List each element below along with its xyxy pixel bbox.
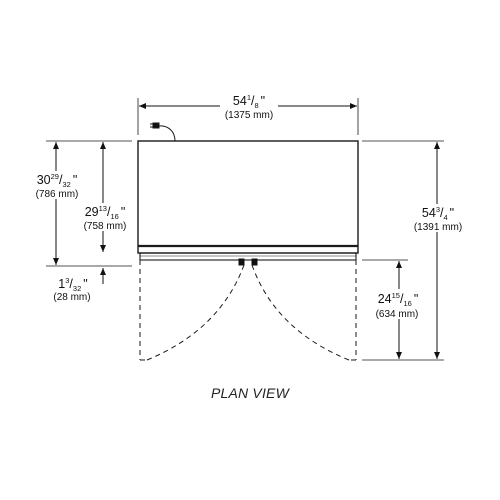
door-thickness-label: 13/32" (28 mm) (53, 276, 90, 303)
power-cord-icon (150, 122, 176, 142)
door-swing-label: 2415/16" (634 mm) (370, 289, 426, 320)
door-swing-dashed (139, 260, 357, 361)
extension-lines (46, 98, 444, 361)
svg-text:(758 mm): (758 mm) (84, 221, 127, 232)
dimension-lines (53, 103, 440, 359)
overall-width-label: 541/8" (1375 mm) (220, 90, 278, 121)
cabinet-body (137, 140, 359, 254)
svg-text:(1391 mm): (1391 mm) (414, 222, 462, 233)
svg-text:13/32": 13/32" (58, 276, 87, 293)
door-front-panel (139, 252, 357, 261)
door-handles (238, 258, 258, 266)
body-depth-label: 2913/16" (758 mm) (78, 203, 132, 232)
svg-text:541/8": 541/8" (233, 93, 265, 110)
svg-text:(1375 mm): (1375 mm) (225, 110, 273, 121)
svg-text:3029/32": 3029/32" (37, 172, 78, 189)
svg-text:(786 mm): (786 mm) (36, 189, 79, 200)
svg-text:543/4": 543/4" (422, 205, 454, 222)
svg-text:(634 mm): (634 mm) (376, 309, 419, 320)
svg-text:(28 mm): (28 mm) (53, 292, 90, 303)
plan-view-caption: PLAN VIEW (211, 385, 291, 401)
svg-text:2913/16": 2913/16" (85, 204, 126, 221)
svg-text:2415/16": 2415/16" (378, 291, 419, 308)
overall-depth-label: 543/4" (1391 mm) (408, 204, 468, 233)
cabinet-depth-label: 3029/32" (786 mm) (30, 171, 84, 200)
